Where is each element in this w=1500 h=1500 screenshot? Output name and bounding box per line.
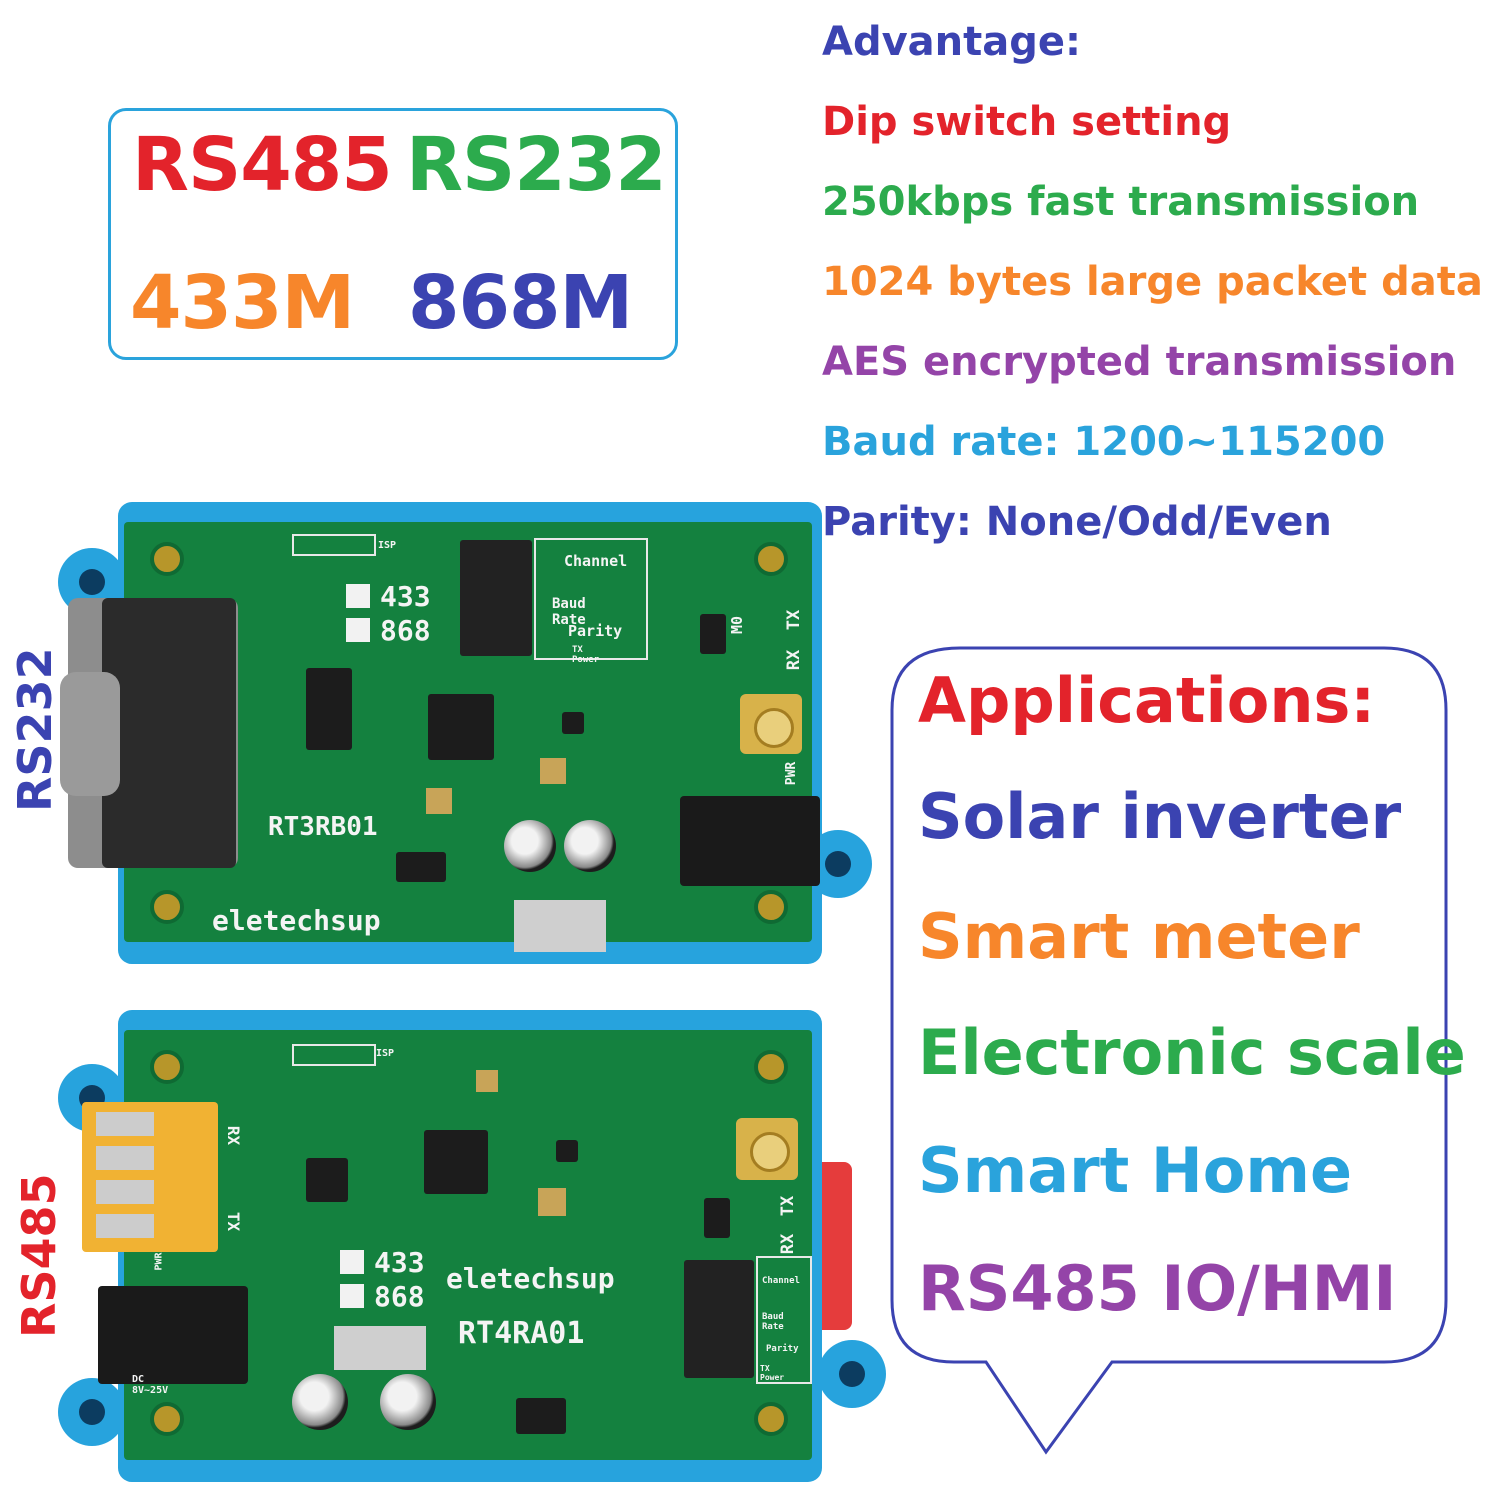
regulator [396, 852, 446, 882]
dip-label-txpower: TX Power [760, 1364, 785, 1382]
label-isp: ISP [376, 1048, 395, 1059]
dip-switch[interactable] [460, 540, 532, 656]
rs485-transceiver [306, 1158, 348, 1202]
label-dc: DC 8V~25V [132, 1374, 169, 1396]
crystal [476, 1070, 498, 1092]
sma-center [754, 708, 794, 748]
heatsink-tab [514, 900, 606, 952]
capacitor [380, 1374, 436, 1430]
advantage-item: 1024 bytes large packet data [822, 259, 1483, 305]
board-model: RT4RA01 [458, 1316, 585, 1351]
crystal [426, 788, 452, 814]
application-item: RS485 IO/HMI [918, 1252, 1397, 1325]
badge-433m: 433M [130, 260, 355, 346]
advantages-title: Advantage: [822, 19, 1082, 65]
freq-868: 868 [380, 614, 431, 647]
freq-marker [340, 1284, 364, 1308]
dip-label-parity: Parity [568, 622, 623, 640]
mount-hole [150, 890, 184, 924]
mount-hole [754, 1402, 788, 1436]
dip-legend [534, 538, 648, 660]
advantage-item: 250kbps fast transmission [822, 179, 1420, 225]
dip-label-channel: Channel [762, 1276, 800, 1286]
pcb [124, 1030, 812, 1460]
crystal [540, 758, 566, 784]
terminal-screw[interactable] [96, 1112, 154, 1136]
freq-433: 433 [380, 580, 431, 613]
mount-hole [754, 542, 788, 576]
protocol-badge [108, 108, 678, 360]
badge-868m: 868M [408, 260, 633, 346]
freq-433: 433 [374, 1246, 425, 1279]
dip-switch[interactable] [684, 1260, 754, 1378]
heatsink-tab [334, 1326, 426, 1370]
mcu-chip [428, 694, 494, 760]
capacitor [564, 820, 616, 872]
mcu-chip [424, 1130, 488, 1194]
advantage-item: Parity: None/Odd/Even [822, 499, 1332, 545]
regulator [516, 1398, 566, 1434]
advantage-item: Dip switch setting [822, 99, 1232, 145]
application-item: Smart Home [918, 1134, 1353, 1207]
mount-ear [58, 1378, 126, 1446]
m0-jumper[interactable] [700, 614, 726, 654]
sma-center [750, 1132, 790, 1172]
terminal-screw[interactable] [96, 1214, 154, 1238]
advantage-item: AES encrypted transmission [822, 339, 1457, 385]
ic-chip [306, 668, 352, 750]
dip-label-txpower: TX Power [572, 645, 600, 665]
dip-label-baud: Baud Rate [762, 1312, 784, 1332]
mount-hole [150, 542, 184, 576]
db9-shell [60, 672, 120, 796]
rf-chip [562, 712, 584, 734]
board-brand: eletechsup [212, 904, 381, 937]
crystal [538, 1188, 566, 1216]
mount-ear [818, 1340, 886, 1408]
terminal-screw[interactable] [96, 1180, 154, 1204]
freq-marker [340, 1250, 364, 1274]
applications-title: Applications: [918, 664, 1376, 737]
capacitor [292, 1374, 348, 1430]
application-item: Electronic scale [918, 1016, 1466, 1089]
capacitor [504, 820, 556, 872]
isp-header [292, 534, 376, 556]
dip-label-channel: Channel [564, 552, 628, 570]
mount-hole [754, 1050, 788, 1084]
m0-jumper[interactable] [704, 1198, 730, 1238]
mount-hole [150, 1050, 184, 1084]
board-model: RT3RB01 [268, 812, 378, 842]
dip-legend [756, 1256, 812, 1384]
board-brand: eletechsup [446, 1262, 615, 1295]
dip-label-parity: Parity [766, 1344, 799, 1354]
rf-chip [556, 1140, 578, 1162]
mount-hole [150, 1402, 184, 1436]
badge-rs485: RS485 [132, 122, 393, 208]
freq-868: 868 [374, 1280, 425, 1313]
mount-hole [754, 890, 788, 924]
freq-marker [346, 618, 370, 642]
isp-header [292, 1044, 376, 1066]
label-isp: ISP [378, 540, 397, 551]
dc-power-jack[interactable] [98, 1286, 248, 1384]
freq-marker [346, 584, 370, 608]
badge-rs232: RS232 [406, 122, 667, 208]
db9-body [102, 598, 236, 868]
terminal-screw[interactable] [96, 1146, 154, 1170]
application-item: Solar inverter [918, 780, 1402, 853]
advantage-item: Baud rate: 1200~115200 [822, 419, 1386, 465]
dc-power-jack[interactable] [680, 796, 820, 886]
application-item: Smart meter [918, 900, 1360, 973]
dip-label-baud: Baud Rate [552, 596, 586, 628]
